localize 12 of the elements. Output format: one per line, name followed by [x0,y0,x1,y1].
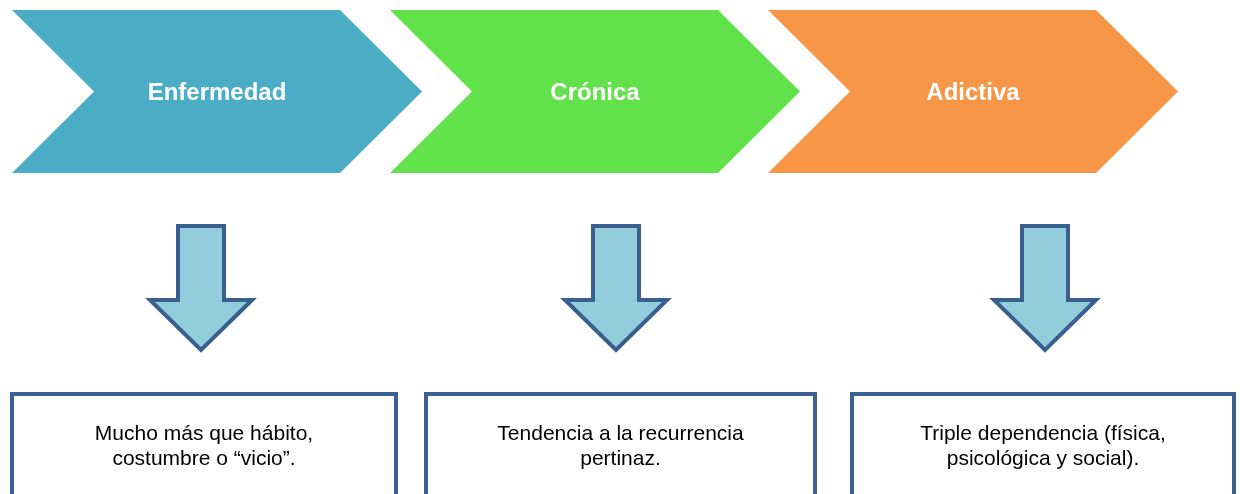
block-arrow [560,224,672,353]
stage-heading: Adictiva [926,77,1020,106]
text-box [424,392,817,494]
description-text: Tendencia a la recurrencia pertinaz. [496,420,745,471]
block-arrow [989,224,1101,353]
text-box [10,392,398,494]
stage-heading: Enfermedad [147,77,287,106]
text-box [850,392,1236,494]
block-arrow [145,224,257,353]
description-text: Triple dependencia (física, psicológica y social). [919,420,1167,471]
stage-heading: Crónica [550,77,640,106]
description-text: Mucho más que hábito, costumbre o “vicio”. [93,420,315,471]
